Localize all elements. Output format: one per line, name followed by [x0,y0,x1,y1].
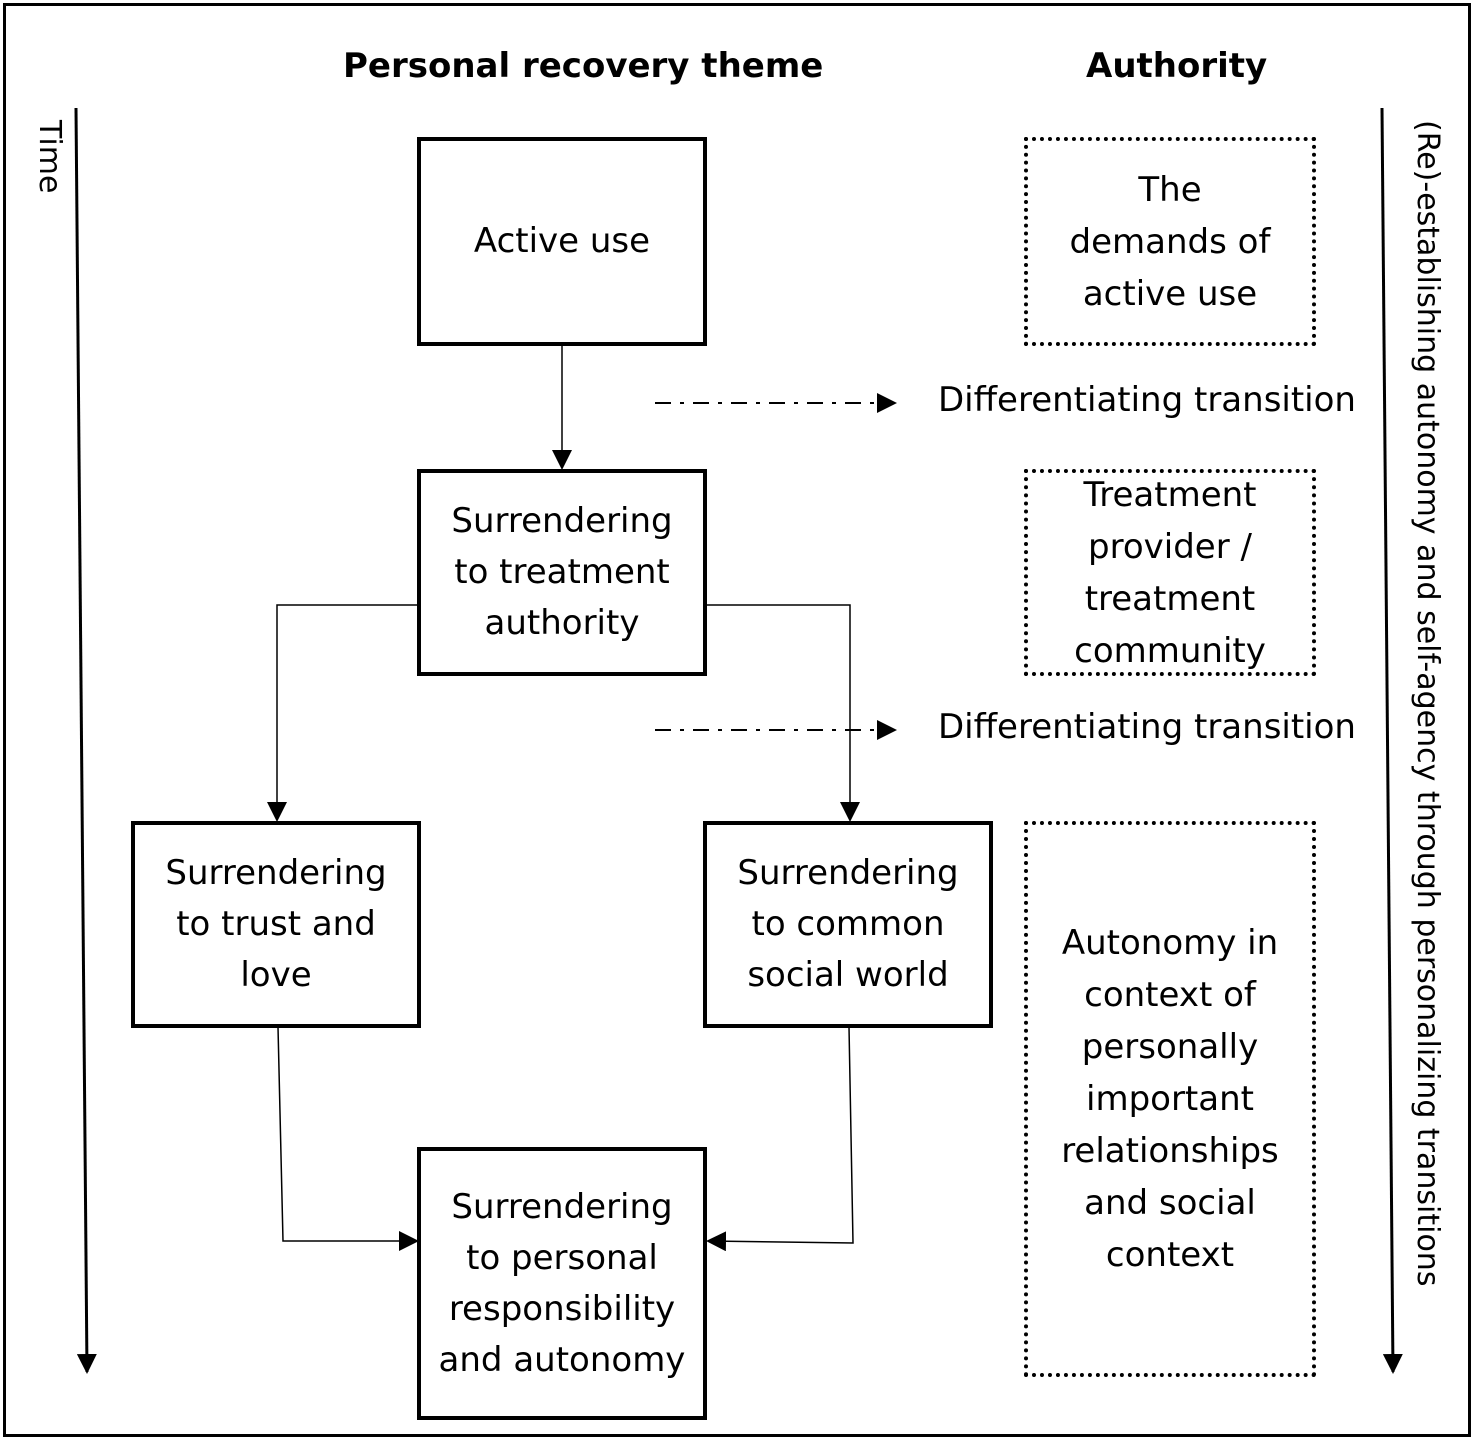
autonomy-axis-label: (Re)-establishing autonomy and self-agen… [1410,120,1445,1287]
heading-authority: Authority [1086,46,1268,86]
theme-label: Active use [473,221,651,261]
diagram-frame [3,3,1471,1437]
theme-label: Surrendering to trust and love [165,853,387,995]
theme-box-trust-and-love: Surrendering to trust and love [131,821,421,1028]
authority-box-autonomy: Autonomy in context of personally import… [1024,821,1316,1377]
theme-box-active-use: Active use [417,137,707,346]
transition-label-2: Differentiating transition [938,707,1356,747]
authority-label: Autonomy in context of personally import… [1061,923,1279,1275]
autonomy-arrow [1380,107,1403,1374]
authority-box-demands: The demands of active use [1024,137,1316,346]
theme-box-personal-responsibility: Surrendering to personal responsibility … [417,1147,707,1420]
authority-label: Treatment provider / treatment community [1074,474,1266,671]
arrow-trust-to-personal [277,1026,419,1251]
theme-label: Surrendering to personal responsibility … [438,1186,686,1380]
theme-box-common-social-world: Surrendering to common social world [703,821,993,1028]
heading-personal-recovery-theme: Personal recovery theme [343,46,824,86]
theme-box-treatment-authority: Surrendering to treatment authority [417,469,707,676]
authority-label: The demands of active use [1069,169,1271,314]
arrow-social-to-personal [706,1026,854,1252]
transition-label-1: Differentiating transition [938,380,1356,420]
arrow-treatment-to-trust [267,604,418,822]
time-arrow [74,107,97,1374]
theme-label: Surrendering to treatment authority [451,501,673,643]
time-label: Time [32,120,67,194]
arrow-treatment-to-social [706,604,860,822]
theme-label: Surrendering to common social world [737,853,959,995]
authority-box-treatment-provider: Treatment provider / treatment community [1024,469,1316,676]
